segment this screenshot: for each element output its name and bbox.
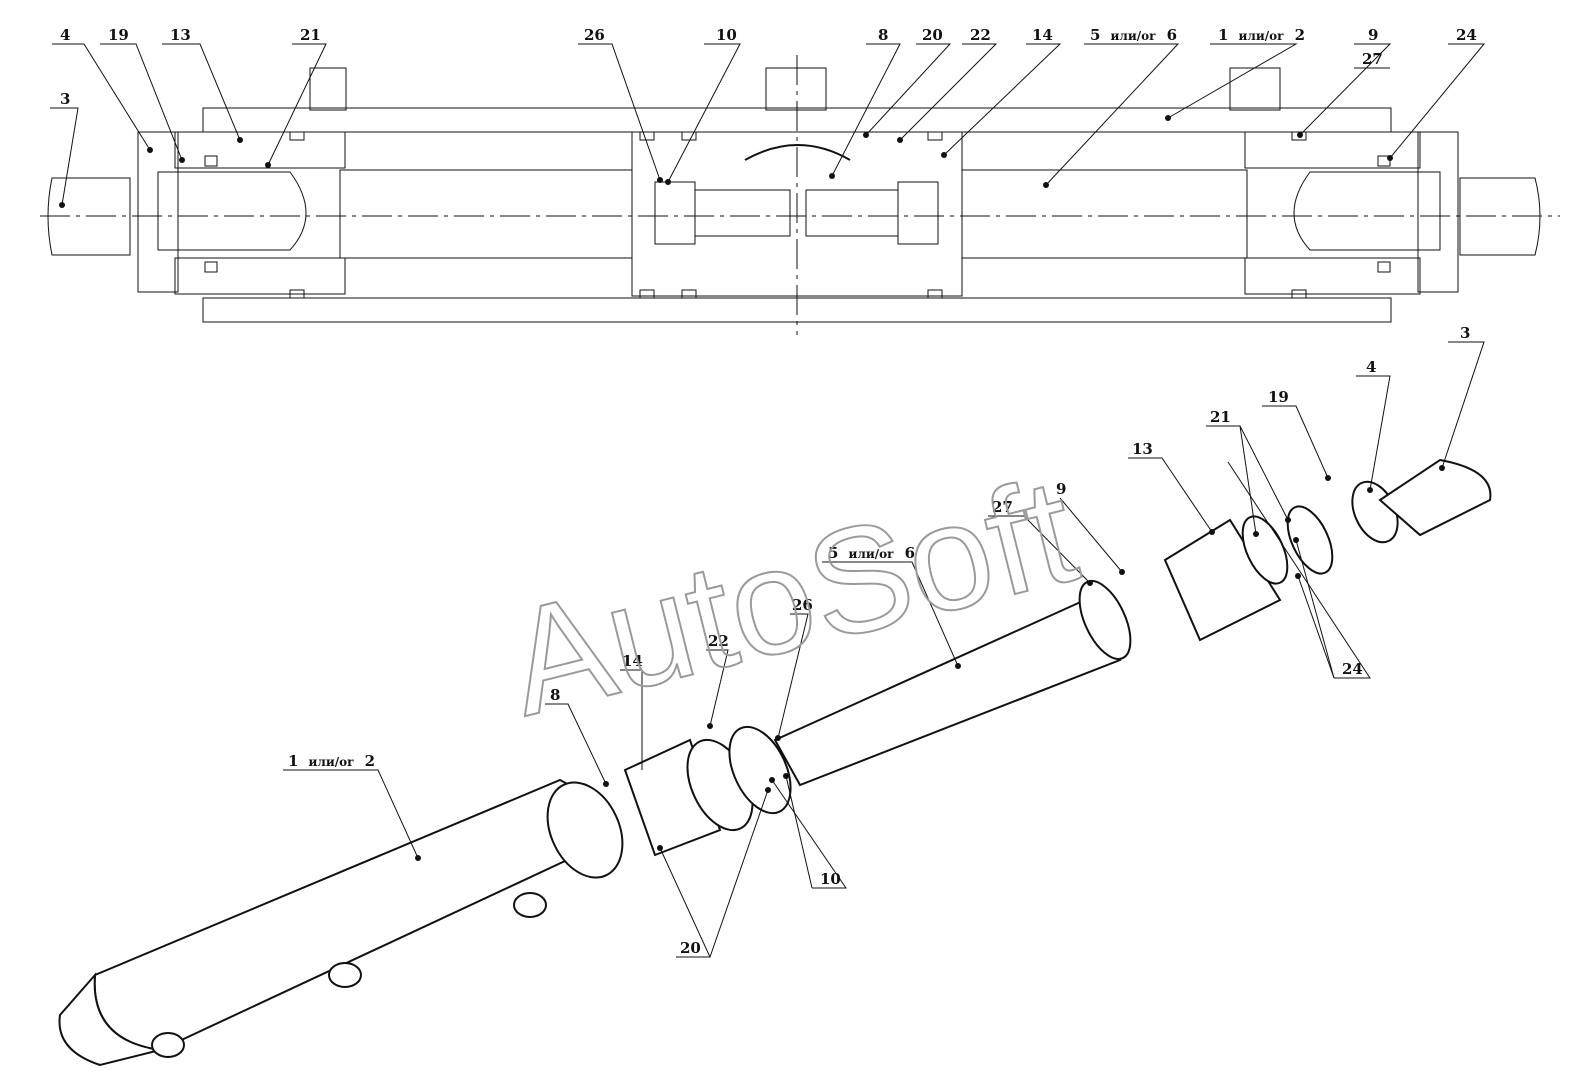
pin-right [1459,177,1541,256]
label-section-4: 4 [60,26,70,44]
label-section-24: 24 [1456,26,1477,44]
label-exploded-19: 19 [1268,388,1289,406]
label-section-19: 19 [108,26,129,44]
barrel-port-1 [513,892,547,918]
rod-eye-right [1293,171,1441,251]
section-leaders [50,43,1486,206]
label-section-1-or-2: 1 или/or 2 [1218,25,1305,44]
label-section-27: 27 [1362,50,1383,68]
exploded-view [58,458,1492,1067]
rod-left [339,169,633,259]
label-section-26: 26 [584,26,605,44]
piston-shaft-left [694,189,791,237]
flange-part-8 [546,781,624,879]
piston-groove [744,144,851,161]
piston-bore-left [654,181,696,245]
exploded-leader-dots [415,465,1445,861]
port-center [765,67,827,111]
label-section-20: 20 [922,26,943,44]
label-section-10: 10 [716,26,737,44]
label-section-14: 14 [1032,26,1053,44]
label-section-5-or-6: 5 или/or 6 [1090,25,1177,44]
label-exploded-27: 27 [992,498,1013,516]
label-exploded-26: 26 [792,596,813,614]
section-view [40,55,1560,335]
label-exploded-10: 10 [820,870,841,888]
section-labels: 4 19 13 21 3 26 10 8 20 22 14 5 или/or 6… [60,25,1477,108]
piston-shaft-right [805,189,899,237]
label-exploded-22: 22 [708,632,729,650]
gland-left-bottom [174,257,346,295]
label-exploded-8: 8 [550,686,560,704]
label-section-13: 13 [170,26,191,44]
gland-right-bottom [1244,257,1421,295]
label-section-22: 22 [970,26,991,44]
label-exploded-5-or-6: 5 или/or 6 [828,543,915,562]
rod-eye-left [157,171,307,251]
end-cap-left [137,131,179,293]
label-section-8: 8 [878,26,888,44]
end-cap-right [1417,131,1459,293]
rod-right [961,169,1248,259]
label-exploded-9: 9 [1056,480,1066,498]
label-exploded-21: 21 [1210,408,1231,426]
piston-bore-right [897,181,939,245]
seal-part-20 [728,725,792,815]
exploded-leaders [283,341,1485,958]
label-exploded-20: 20 [680,939,701,957]
gland-left-top [174,131,346,169]
label-section-3: 3 [60,90,70,108]
label-exploded-24: 24 [1342,660,1363,678]
pin-left [47,177,131,256]
rod-part-5-6 [773,598,1122,787]
seals [204,131,1391,299]
seal-part-24 [1286,505,1334,575]
gland-part-13 [1163,518,1282,642]
gland-right-top [1244,131,1421,169]
label-section-9: 9 [1368,26,1378,44]
port-right [1229,67,1281,111]
exploded-labels: 3 4 19 21 13 27 9 5 или/or 6 26 22 14 8 … [288,324,1470,957]
label-exploded-1-or-2: 1 или/or 2 [288,751,375,770]
label-exploded-3: 3 [1460,324,1470,342]
port-left [309,67,347,111]
label-exploded-13: 13 [1132,440,1153,458]
label-section-21: 21 [300,26,321,44]
label-exploded-4: 4 [1366,358,1376,376]
barrel-port-2 [328,962,362,988]
section-leader-dots [59,115,1393,208]
label-exploded-14: 14 [622,652,643,670]
barrel-port-3 [151,1032,185,1058]
